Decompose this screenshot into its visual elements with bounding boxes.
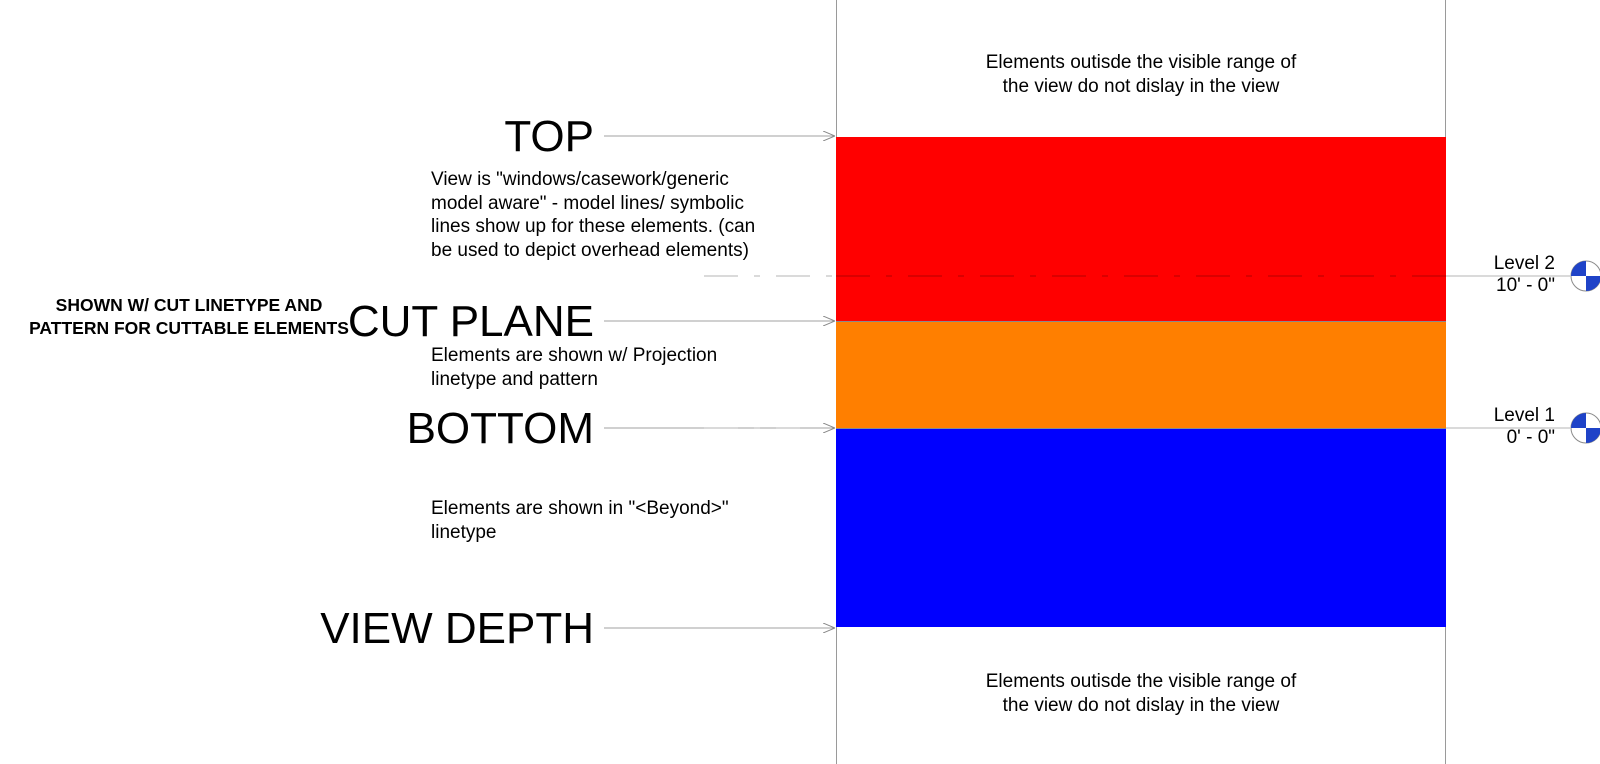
top-label: TOP	[504, 112, 594, 161]
cut-linetype-heading: SHOWN W/ CUT LINETYPE AND PATTERN FOR CU…	[29, 295, 349, 338]
outside-range-note-bottom: Elements outisde the visible range of th…	[985, 671, 1297, 716]
cut-plane-band	[836, 321, 1446, 428]
top-range-band	[836, 137, 1446, 321]
outside-range-note-top: Elements outisde the visible range of th…	[985, 52, 1297, 97]
bottom-range-note: Elements are shown in "<Beyond>" linetyp…	[431, 498, 729, 543]
top-range-note: View is "windows/casework/generic model …	[431, 169, 756, 261]
bottom-label: BOTTOM	[406, 404, 594, 453]
bottom-range-band	[836, 428, 1446, 627]
view-depth-label: VIEW DEPTH	[320, 604, 594, 653]
level-1-marker-icon	[1570, 412, 1600, 444]
cut-plane-label: CUT PLANE	[347, 297, 594, 346]
level-2-marker-icon	[1570, 260, 1600, 292]
level-1-label: Level 1 0' - 0"	[1493, 405, 1555, 448]
cut-plane-note: Elements are shown w/ Projection linetyp…	[431, 345, 718, 390]
level-2-label: Level 2 10' - 0"	[1493, 253, 1555, 296]
